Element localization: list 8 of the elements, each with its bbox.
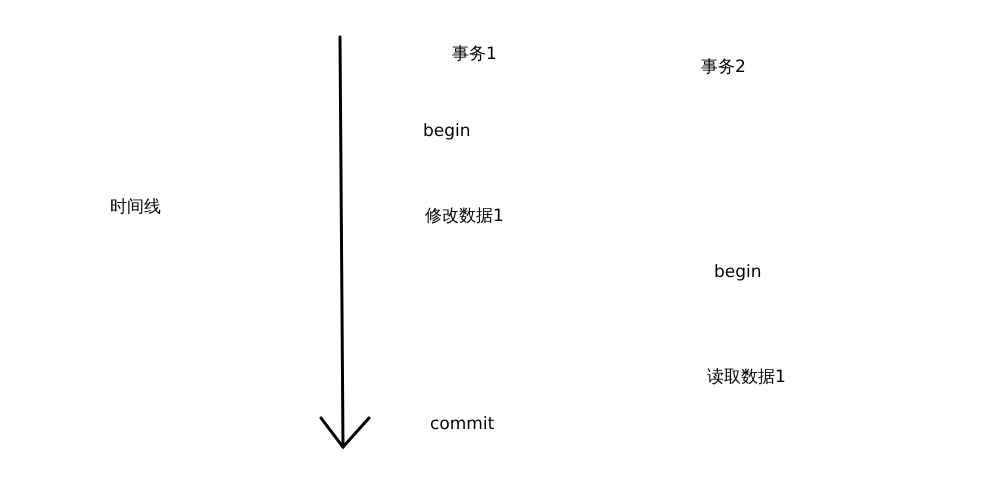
step-label: begin <box>714 262 762 282</box>
step-label: 读取数据1 <box>707 367 786 387</box>
step-label: begin <box>423 121 471 141</box>
step-label: 修改数据1 <box>425 206 504 226</box>
step-label: 事务2 <box>701 57 746 77</box>
axis-label: 时间线 <box>110 197 161 217</box>
step-label: 事务1 <box>452 44 497 64</box>
step-label: commit <box>430 414 494 434</box>
